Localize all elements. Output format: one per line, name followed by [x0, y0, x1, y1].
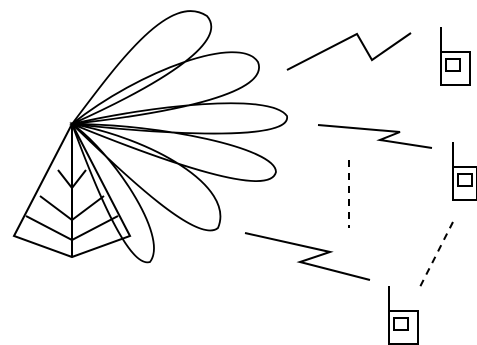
beam-lobe-1	[72, 11, 211, 124]
radio-link-middle	[318, 125, 432, 148]
dashed-link-diagonal	[420, 222, 453, 287]
mobile-device-middle-icon	[453, 142, 477, 200]
beam-lobe-5	[72, 124, 220, 230]
radio-link-upper	[287, 33, 411, 70]
base-station-tower-icon	[14, 124, 130, 257]
antenna-beam-pattern	[72, 11, 287, 262]
mobile-device-top-icon	[441, 27, 470, 85]
mobile-device-bottom-icon	[389, 286, 418, 344]
radio-link-lower	[245, 233, 370, 280]
